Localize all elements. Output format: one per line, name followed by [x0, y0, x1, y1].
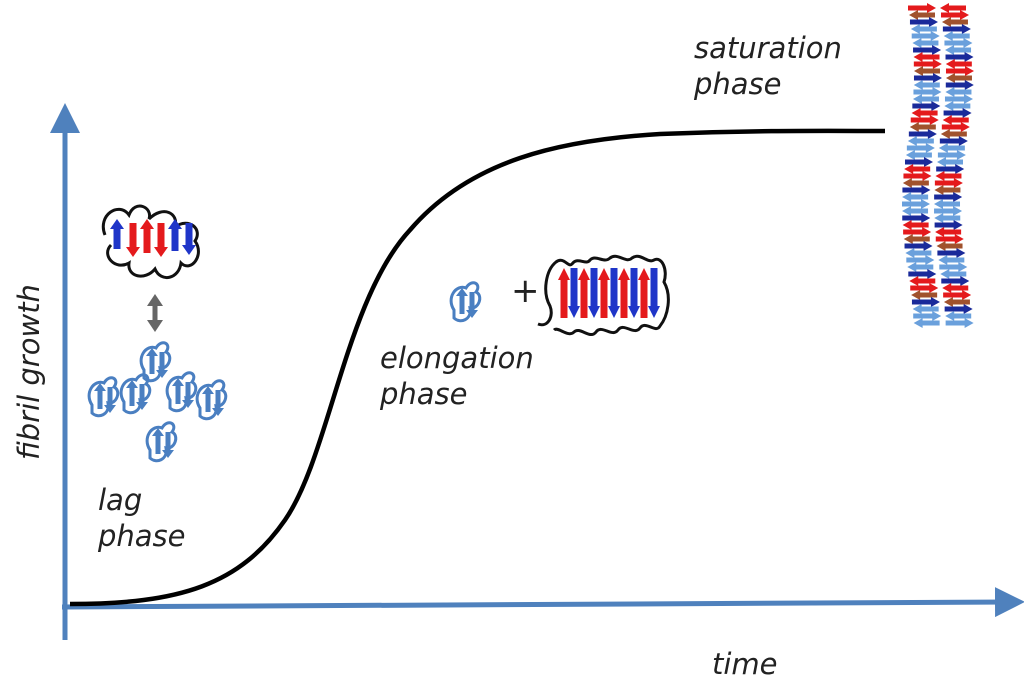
elongation-phase-label: elongation phase — [380, 340, 534, 412]
folded-monomer-icon — [167, 373, 196, 411]
saturation-phase-line2: phase — [694, 67, 782, 101]
lag-phase-line1: lag — [98, 483, 143, 517]
lag-phase-label: lag phase — [98, 482, 186, 554]
x-axis-label: time — [712, 647, 778, 681]
folded-monomer-icon — [89, 378, 118, 416]
y-axis-label: fibril growth — [12, 284, 46, 460]
monomer-cluster — [89, 343, 226, 461]
lag-phase-line2: phase — [98, 519, 186, 553]
x-axis — [61, 587, 1024, 618]
folded-monomer-icon — [147, 423, 176, 461]
saturation-phase-label: saturation phase — [694, 30, 842, 102]
growth-curve — [69, 128, 886, 607]
plus-sign: + — [511, 271, 540, 311]
elongation-phase-line1: elongation — [380, 341, 534, 375]
protofibril-icon — [537, 254, 670, 337]
equilibrium-arrow-icon — [147, 294, 163, 332]
elongation-phase-line2: phase — [380, 377, 468, 411]
misfolded-oligomer-icon — [101, 204, 200, 279]
folded-monomer-icon — [451, 283, 480, 321]
saturation-phase-line1: saturation — [694, 31, 842, 65]
folded-monomer-icon — [197, 381, 226, 419]
mature-fibril-icon — [902, 3, 974, 328]
